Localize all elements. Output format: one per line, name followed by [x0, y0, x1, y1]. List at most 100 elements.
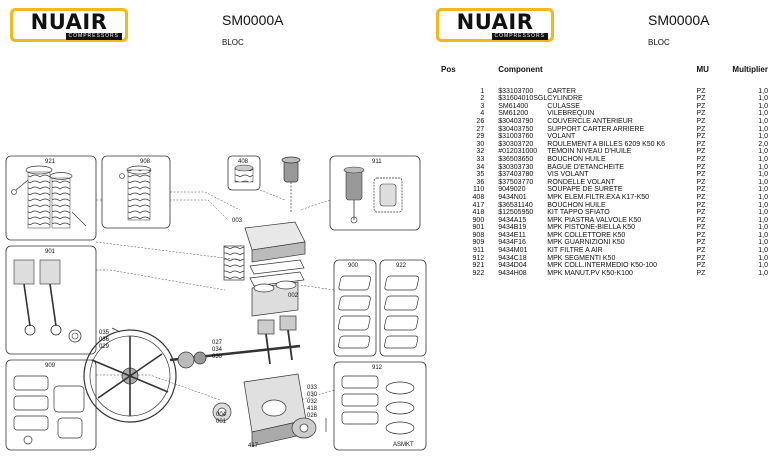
cell-multiplier: 1,0 [758, 178, 768, 186]
kit-label-909: 909 [45, 363, 56, 369]
cell-code: #012031000 [498, 148, 538, 156]
cell-multiplier: 1,0 [758, 155, 768, 163]
exploded-parts-diagram: 921 908 408 911 901 [5, 155, 427, 451]
drawing-code: ASMKT [393, 442, 414, 448]
cell-multiplier: 1,0 [758, 247, 768, 255]
cell-code: 9434B19 [498, 224, 527, 232]
nuair-logo: NUAIR COMPRESSORS [10, 8, 128, 42]
cell-description: RONDELLE VOLANT [547, 178, 615, 186]
callout-032: 032 [307, 399, 318, 405]
cell-description: KIT TAPPO SFIATO [547, 209, 610, 217]
logo-subtext: COMPRESSORS [65, 33, 122, 40]
cell-pos: 921 [472, 262, 485, 270]
cell-description: SOUPAPE DE SURETE [547, 186, 623, 194]
cell-multiplier: 1,0 [758, 216, 768, 224]
leader-lines [95, 189, 335, 401]
cell-multiplier: 2,0 [758, 140, 768, 148]
cell-description: MPK COLLETTORE K50 [547, 231, 626, 239]
cell-pos: 36 [476, 178, 485, 186]
cell-multiplier: 1,0 [758, 110, 768, 118]
cell-code: $31003760 [498, 133, 534, 141]
cell-mu: PZ [696, 269, 706, 277]
cell-pos: 110 [473, 186, 485, 194]
cell-code: 9434C18 [498, 254, 527, 262]
cell-pos: 34 [476, 163, 485, 171]
cell-description: CYLINDRE [547, 95, 583, 103]
logo-wordmark: NUAIR [30, 10, 108, 34]
cell-multiplier: 1,0 [758, 239, 768, 247]
cell-code: $37503770 [498, 178, 534, 186]
cell-description: MPK PIASTRA VALVOLE K50 [547, 216, 642, 224]
cell-mu: PZ [696, 95, 706, 103]
cell-pos: 908 [472, 231, 485, 239]
logo-wordmark-right: NUAIR [456, 10, 534, 34]
cell-description: CARTER [547, 87, 576, 95]
kit-box-922: 922 [379, 259, 427, 357]
cell-code: 9434F16 [498, 239, 526, 247]
cell-multiplier: 1,0 [758, 125, 768, 133]
logo-subtext-right: COMPRESSORS [491, 33, 548, 40]
cell-mu: PZ [696, 87, 706, 95]
kit-label-900: 900 [348, 263, 359, 269]
cell-pos: 922 [472, 269, 485, 277]
cell-pos: 418 [472, 209, 485, 217]
table-row: 36 $37503770 RONDELLE VOLANT PZ 1,0 [441, 179, 768, 187]
compressor-assembly [83, 156, 327, 447]
cell-description: MPK ELEM.FILTR.EXA K17-K50 [547, 193, 650, 201]
cell-code: SM61400 [498, 102, 529, 110]
cell-multiplier: 1,0 [758, 102, 768, 110]
page-subtitle-right: BLOC [648, 38, 670, 47]
cell-multiplier: 1,0 [758, 148, 768, 156]
kit-label-901: 901 [45, 249, 56, 255]
cell-multiplier: 1,0 [758, 87, 768, 95]
callout-027: 027 [212, 340, 223, 346]
cell-pos: 3 [480, 102, 485, 110]
cell-code: $12505950 [498, 209, 534, 217]
kit-label-912: 912 [372, 365, 383, 371]
kit-box-408: 408 [227, 155, 261, 191]
cell-multiplier: 1,0 [758, 163, 768, 171]
cell-description: TEMOIN NIVEAU D'HUILE [547, 148, 632, 156]
kit-box-900: 900 [333, 259, 377, 357]
cell-pos: 32 [476, 148, 485, 156]
cell-pos: 4 [480, 110, 485, 118]
cell-description: BOUCHON HUILE [547, 201, 606, 209]
kit-box-912: 912 [333, 361, 427, 451]
cell-description: CULASSE [547, 102, 580, 110]
cell-mu: PZ [696, 178, 706, 186]
cell-description: MPK MANUT.PV K50-K100 [547, 269, 633, 277]
cell-code: 9434E11 [498, 231, 526, 239]
cell-description: BAGUE D'ETANCHEITE [547, 163, 624, 171]
kit-box-909: 909 [5, 359, 97, 451]
cell-code: $30303720 [498, 140, 534, 148]
cell-mu: PZ [696, 171, 706, 179]
page-title: SM0000A [222, 12, 284, 28]
cell-code: $31604010SGL [498, 95, 548, 103]
kit-box-901: 901 [5, 245, 97, 355]
page-subtitle: BLOC [222, 38, 244, 47]
cell-mu: PZ [696, 140, 706, 148]
cell-code: 9434D04 [498, 262, 527, 270]
cell-pos: 417 [472, 201, 485, 209]
cell-mu: PZ [696, 262, 706, 270]
cell-mu: PZ [696, 201, 706, 209]
cell-pos: 909 [472, 239, 485, 247]
callout-001: 001 [216, 419, 227, 425]
cell-code: $30403750 [498, 125, 534, 133]
callout-418: 418 [307, 406, 318, 412]
callout-labels: 003 002 035 036 029 027 034 030 033 030 … [99, 218, 414, 449]
callout-034: 034 [212, 347, 223, 353]
cell-multiplier: 1,0 [758, 201, 768, 209]
col-header-component: Component [498, 65, 543, 74]
cell-description: MPK SEGMENTI K50 [547, 254, 616, 262]
